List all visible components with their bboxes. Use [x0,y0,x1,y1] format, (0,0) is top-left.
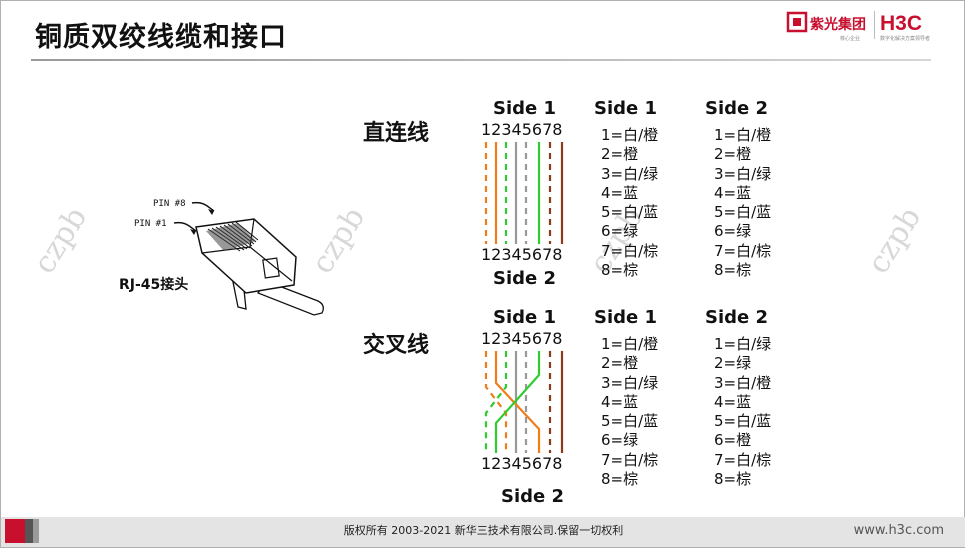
list-item: 5=白/蓝 [714,412,772,431]
straight-pins-bottom: 12345678 [481,245,563,264]
list-item: 7=白/棕 [601,450,659,469]
crossover-col1-list: 1=白/橙 2=橙 3=白/绿 4=蓝 5=白/蓝 6=绿 7=白/棕 8=棕 [601,335,658,489]
page-title: 铜质双绞线缆和接口 [35,22,287,53]
crossover-diagram-side2: Side 2 [501,486,565,507]
straight-wiring-diagram [484,142,564,244]
list-item: 2=橙 [601,145,639,164]
list-item: 5=白/蓝 [601,203,659,222]
title-divider [31,59,931,61]
straight-diagram-side1: Side 1 [493,98,557,119]
watermark: czpb [26,201,95,280]
rj45-connector-illustration: PIN #8 PIN #1 [134,199,324,316]
h3c-logo: 紫光集团 H3C 核心企业 数字化解决方案领导者 [786,11,930,42]
straight-col2-list: 1=白/橙 2=橙 3=白/绿 4=蓝 5=白/蓝 6=绿 7=白/棕 8=棕 [714,126,771,280]
logo-brand-cn: 紫光集团 [810,16,866,32]
list-item: 1=白/橙 [601,335,659,353]
crossover-col1-header: Side 1 [594,307,658,328]
list-item: 2=绿 [714,354,752,373]
list-item: 4=蓝 [601,392,639,411]
straight-pins-top: 12345678 [481,120,563,139]
list-item: 6=绿 [601,222,639,241]
crossover-pins-top: 12345678 [481,329,563,348]
logo-tag2: 数字化解决方案领导者 [880,35,930,42]
crossover-cable-label: 交叉线 [363,333,430,358]
straight-col2-header: Side 2 [705,98,769,119]
crossover-diagram-side1: Side 1 [493,307,557,328]
list-item: 6=绿 [714,222,752,241]
crossover-col2-list: 1=白/绿 2=绿 3=白/橙 4=蓝 5=白/蓝 6=橙 7=白/棕 8=棕 [714,335,771,489]
list-item: 1=白/橙 [714,126,772,144]
list-item: 6=橙 [714,431,752,450]
watermark: czpb [860,201,929,280]
footer-accent-red [5,519,25,543]
list-item: 1=白/绿 [714,335,772,353]
straight-col1-list: 1=白/橙 2=橙 3=白/绿 4=蓝 5=白/蓝 6=绿 7=白/棕 8=棕 [601,126,658,280]
list-item: 4=蓝 [601,183,639,202]
list-item: 7=白/棕 [714,450,772,469]
list-item: 1=白/橙 [601,126,659,144]
crossover-wiring-diagram [484,351,564,453]
straight-col1-header: Side 1 [594,98,658,119]
list-item: 7=白/棕 [601,241,659,260]
crossover-pins-bottom: 12345678 [481,454,563,473]
rj45-label: RJ-45接头 [119,277,189,293]
list-item: 8=棕 [714,470,752,489]
list-item: 2=橙 [601,354,639,373]
list-item: 5=白/蓝 [714,203,772,222]
logo-tag1: 核心企业 [840,35,860,42]
list-item: 3=白/橙 [714,373,772,392]
list-item: 4=蓝 [714,183,752,202]
pin8-label: PIN #8 [153,199,186,209]
copyright-text: 版权所有 2003-2021 新华三技术有限公司.保留一切权利 [343,524,624,537]
list-item: 4=蓝 [714,392,752,411]
list-item: 5=白/蓝 [601,412,659,431]
logo-brand-en: H3C [880,12,922,35]
footer-accent-grey [33,519,39,543]
list-item: 7=白/棕 [714,241,772,260]
list-item: 6=绿 [601,431,639,450]
pin1-label: PIN #1 [134,219,167,229]
list-item: 8=棕 [601,261,639,280]
straight-cable-label: 直连线 [363,121,430,146]
straight-diagram-side2: Side 2 [493,268,557,289]
website-link[interactable]: www.h3c.com [853,523,944,538]
list-item: 3=白/绿 [601,373,659,392]
list-item: 3=白/绿 [714,164,772,183]
list-item: 2=橙 [714,145,752,164]
footer-accent-dark [25,519,33,543]
footer-bar: 版权所有 2003-2021 新华三技术有限公司.保留一切权利 www.h3c.… [1,517,965,547]
list-item: 8=棕 [601,470,639,489]
list-item: 3=白/绿 [601,164,659,183]
list-item: 8=棕 [714,261,752,280]
crossover-col2-header: Side 2 [705,307,769,328]
